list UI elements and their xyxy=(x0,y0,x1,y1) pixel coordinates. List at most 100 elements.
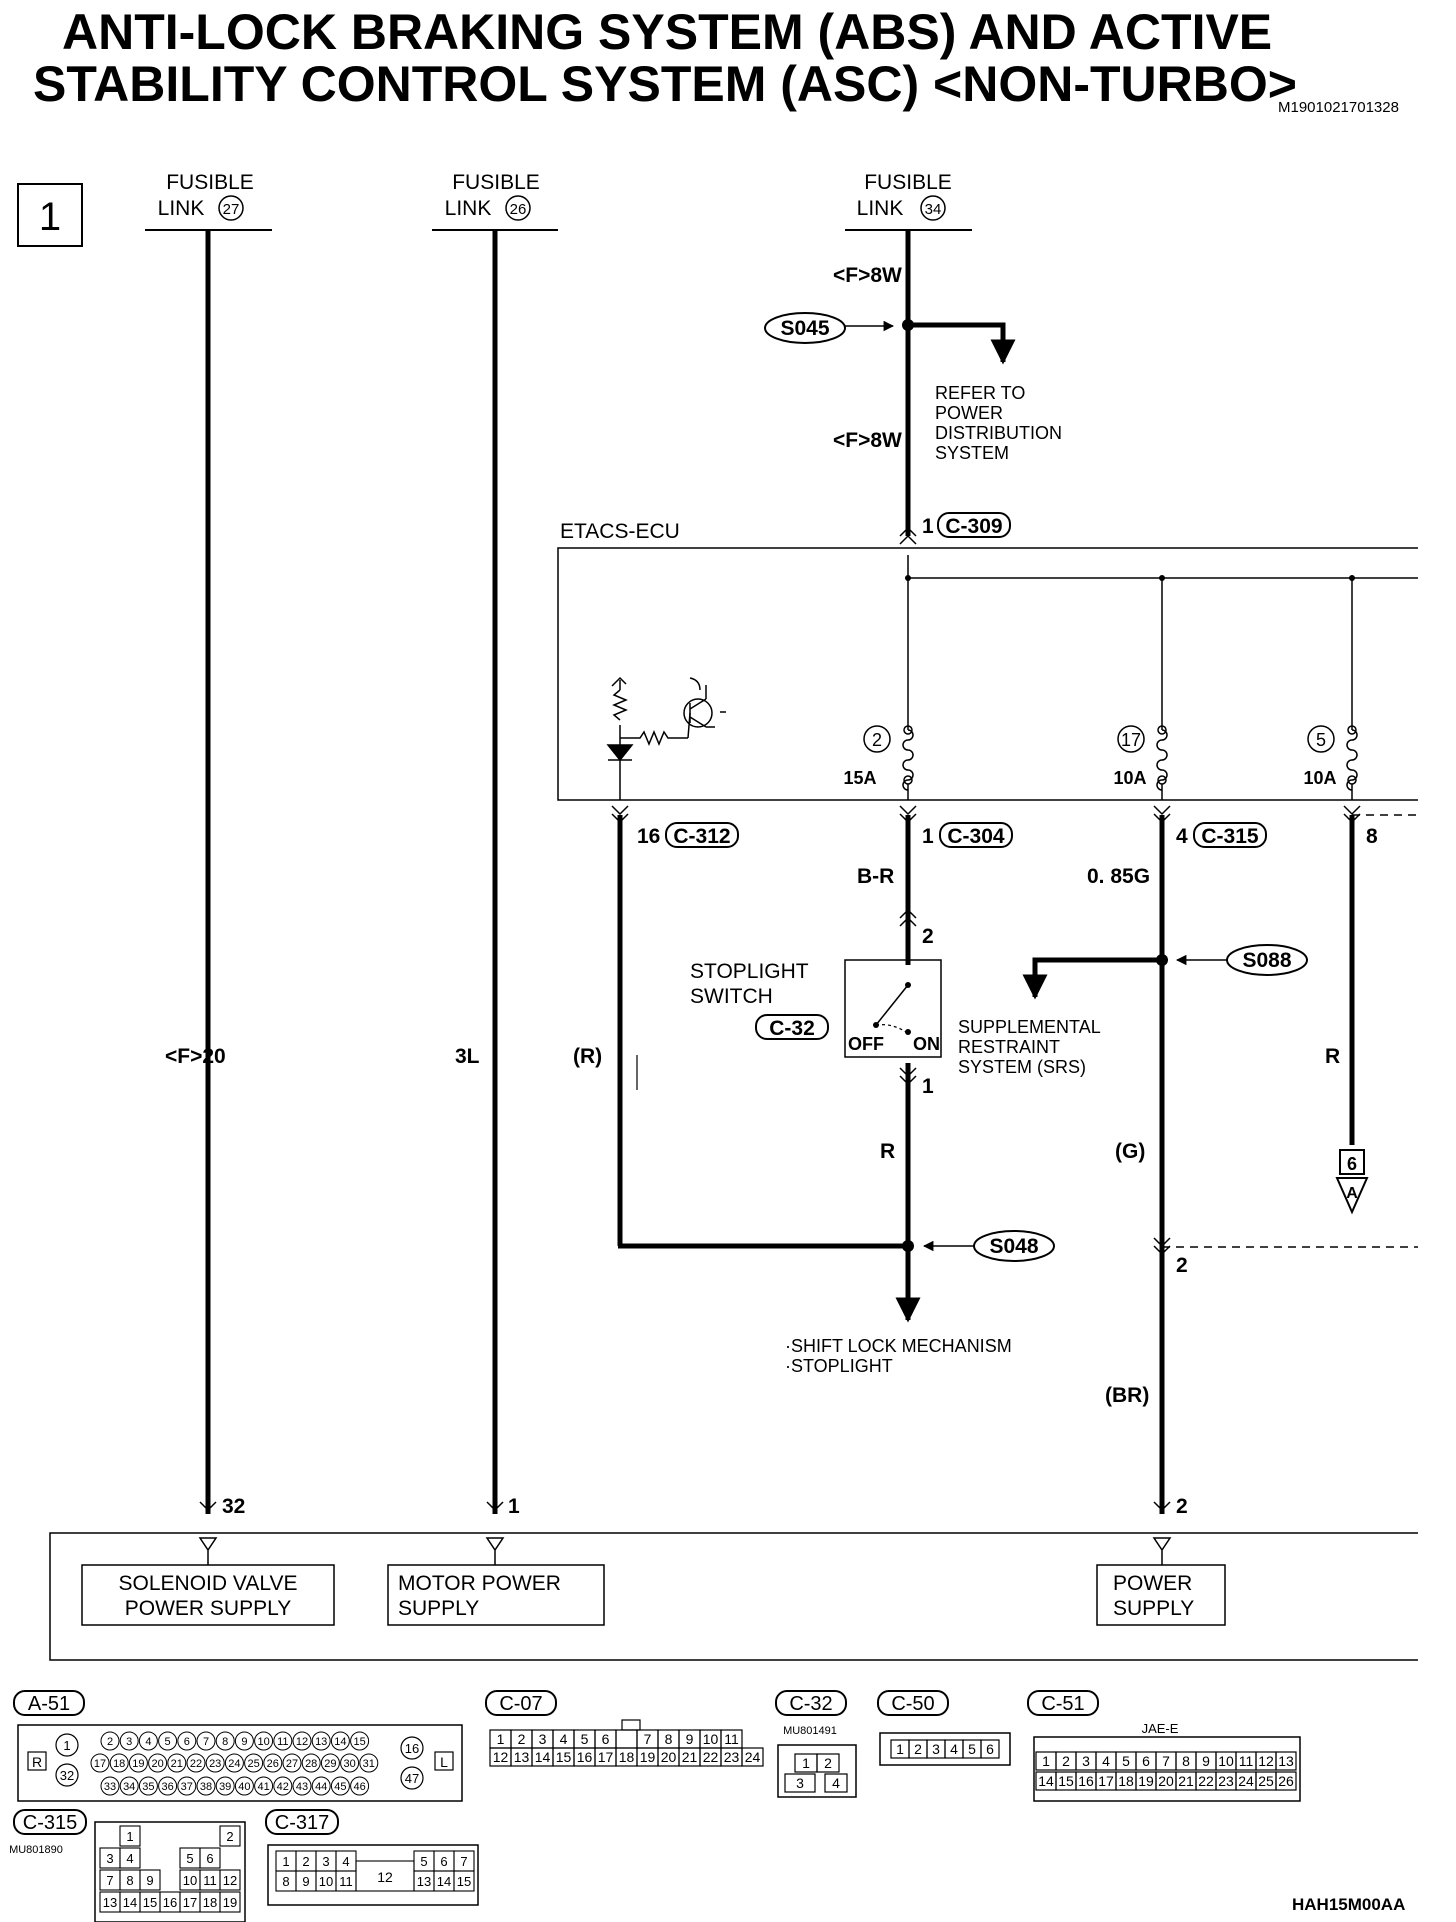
ecu-block-motor: MOTOR POWER SUPPLY xyxy=(387,1564,605,1626)
ref-shift-lock-l2: ·STOPLIGHT xyxy=(785,1356,893,1376)
connector-c315-pin-16: 16 xyxy=(163,1895,177,1910)
connector-c51-label: JAE-E xyxy=(1142,1721,1179,1736)
connector-c07-pin-21: 21 xyxy=(682,1749,698,1765)
g-pin-2: 2 xyxy=(1176,1254,1188,1277)
connector-c317-pin-10: 10 xyxy=(319,1874,333,1889)
wire-label-fl27: <F>20 xyxy=(165,1045,226,1068)
connector-c32-pin-2: 2 xyxy=(824,1755,832,1771)
connector-c51-pin-26: 26 xyxy=(1278,1773,1294,1789)
splice-s048: S048 xyxy=(922,1230,1055,1262)
connector-c50-pin-6: 6 xyxy=(986,1741,994,1757)
connector-c07-id: C-07 xyxy=(485,1690,557,1716)
connector-c315-id-text: C-315 xyxy=(23,1812,77,1834)
connector-a51-pin-32: 32 xyxy=(60,1768,74,1783)
connector-c51-id-text: C-51 xyxy=(1041,1693,1084,1715)
stoplight-switch-line1: STOPLIGHT xyxy=(690,960,809,983)
connector-c07-pin-6: 6 xyxy=(602,1731,610,1747)
connector-c07-pin-8: 8 xyxy=(665,1731,673,1747)
connector-c07-pin-23: 23 xyxy=(724,1749,740,1765)
connector-c315-pin-15: 15 xyxy=(143,1895,157,1910)
connector-a51-pin-1: 1 xyxy=(63,1738,70,1753)
connector-a51-pin-36: 36 xyxy=(161,1781,173,1793)
connector-c07-pin-7: 7 xyxy=(644,1731,652,1747)
connector-c317-pin-13: 13 xyxy=(417,1874,431,1889)
wire-label-r-switch: R xyxy=(880,1140,895,1163)
connector-c51-pin-23: 23 xyxy=(1218,1773,1234,1789)
ref-shift-lock-l1: ·SHIFT LOCK MECHANISM xyxy=(785,1336,1012,1356)
connector-c51-pin-20: 20 xyxy=(1158,1773,1174,1789)
c309-pin: 1 xyxy=(922,515,934,538)
connector-a51-pin-26: 26 xyxy=(267,1758,279,1770)
connector-a51-pin-31: 31 xyxy=(363,1758,375,1770)
fuse-5-num: 5 xyxy=(1316,730,1326,750)
c304-id: C-304 xyxy=(947,825,1005,848)
connector-c315-pin-4: 4 xyxy=(126,1851,133,1866)
splice-dots xyxy=(902,319,1355,1252)
abs-ecu: SOLENOID VALVE POWER SUPPLY MOTOR POWER … xyxy=(49,1532,1418,1661)
fuse-5-amp: 10A xyxy=(1303,768,1336,788)
connector-chevrons xyxy=(199,526,1361,1512)
c315-pin: 4 xyxy=(1176,825,1188,848)
ecu-block-solenoid-l2: POWER SUPPLY xyxy=(125,1597,291,1620)
connector-c07-pin-5: 5 xyxy=(581,1731,589,1747)
connector-c07-pin-24: 24 xyxy=(745,1749,761,1765)
connector-a51-pin-45: 45 xyxy=(334,1781,346,1793)
connector-c317-pin-11: 11 xyxy=(339,1874,353,1889)
ecu-pin-32: 32 xyxy=(222,1495,245,1518)
ref-srs-l1: SUPPLEMENTAL xyxy=(958,1017,1101,1037)
connector-c51-pin-3: 3 xyxy=(1082,1753,1090,1769)
connector-c51-pin-12: 12 xyxy=(1258,1753,1274,1769)
wedge-num: 6 xyxy=(1347,1154,1357,1174)
connector-c50-pin-2: 2 xyxy=(914,1741,922,1757)
connector-a51-pin-44: 44 xyxy=(315,1781,327,1793)
wedge-letter: A xyxy=(1346,1185,1358,1202)
wire-label-fl26: 3L xyxy=(455,1045,480,1068)
connector-c07-pin-11: 11 xyxy=(724,1731,739,1747)
wire-labels: <F>20 3L <F>8W <F>8W (R) B-R 0. 85G R (G… xyxy=(165,264,1340,1407)
c315-id: C-315 xyxy=(1201,825,1259,848)
c304-pin: 1 xyxy=(922,825,934,848)
splice-s045-label: S045 xyxy=(780,317,829,340)
connector-a51-pin-25: 25 xyxy=(247,1758,259,1770)
ecu-block-solenoid: SOLENOID VALVE POWER SUPPLY xyxy=(81,1564,335,1626)
connector-a51-pin-18: 18 xyxy=(113,1758,125,1770)
fuse-17-num: 17 xyxy=(1121,730,1141,750)
connector-a51-pin-24: 24 xyxy=(228,1758,240,1770)
connector-c315-pin-17: 17 xyxy=(183,1895,197,1910)
connector-a51-pin-30: 30 xyxy=(343,1758,355,1770)
splice-s045: S045 xyxy=(764,312,895,344)
connector-a51-pin-2: 2 xyxy=(107,1736,113,1748)
connector-c07-pin-10: 10 xyxy=(703,1731,719,1747)
connector-c51-pin-7: 7 xyxy=(1162,1753,1170,1769)
connector-a51-pin-37: 37 xyxy=(181,1781,193,1793)
connector-c317-pin-8: 8 xyxy=(282,1874,289,1889)
connector-c50-pin-5: 5 xyxy=(968,1741,976,1757)
connector-a51-pin-38: 38 xyxy=(200,1781,212,1793)
connector-a51-pin-6: 6 xyxy=(184,1736,190,1748)
ecu-block-solenoid-l1: SOLENOID VALVE xyxy=(119,1572,298,1595)
connector-c317-id: C-317 xyxy=(265,1809,339,1835)
connector-c51-pin-15: 15 xyxy=(1058,1773,1074,1789)
connector-a51-pin-15: 15 xyxy=(353,1736,365,1748)
ref-power-distribution-l2: POWER xyxy=(935,403,1003,423)
connector-c315-pin-8: 8 xyxy=(126,1873,133,1888)
connector-c07-pin-16: 16 xyxy=(577,1749,593,1765)
connector-a51-pin-3: 3 xyxy=(126,1736,132,1748)
connector-c07-pin-17: 17 xyxy=(598,1749,614,1765)
connector-c07-pin-12: 12 xyxy=(493,1749,509,1765)
connector-c32-part: MU801491 xyxy=(783,1725,837,1737)
c309-id: C-309 xyxy=(945,515,1002,538)
wire-label-br: B-R xyxy=(857,865,894,888)
connector-c315-pin-13: 13 xyxy=(103,1895,117,1910)
connector-a51-pin-4: 4 xyxy=(145,1736,151,1748)
connector-a51-l: L xyxy=(440,1754,448,1770)
connector-c315-pin-6: 6 xyxy=(206,1851,213,1866)
fusible-link-34: FUSIBLE LINK 34 xyxy=(845,171,972,231)
connector-c51-pin-19: 19 xyxy=(1138,1773,1154,1789)
connector-c315-pin-7: 7 xyxy=(106,1873,113,1888)
